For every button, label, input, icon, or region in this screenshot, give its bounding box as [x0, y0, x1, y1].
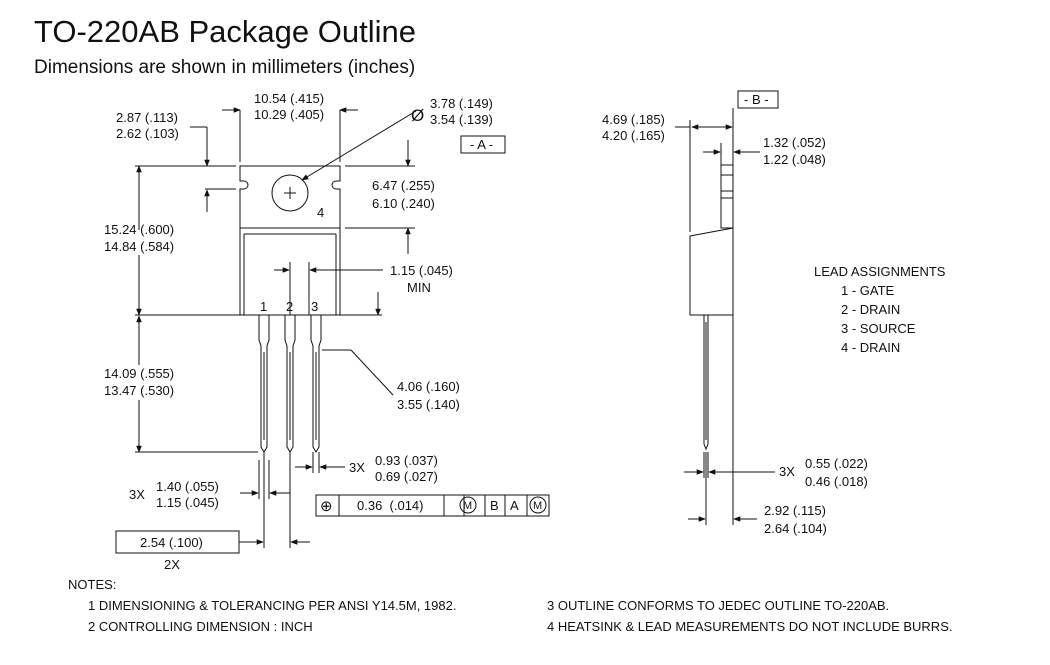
side-lead: [703, 315, 709, 451]
body-height-max: 15.24 (.600): [104, 222, 174, 237]
pitch-count: 2X: [164, 557, 180, 572]
lead-thickness-min: 0.69 (.027): [375, 469, 438, 484]
lead-assignment-item: 3 - SOURCE: [841, 321, 916, 336]
lead-width-prefix: 3X: [129, 487, 145, 502]
side-lead-thick-prefix: 3X: [779, 464, 795, 479]
note-item: 1 DIMENSIONING & TOLERANCING PER ANSI Y1…: [88, 598, 457, 613]
lead-3: [310, 315, 322, 453]
hole-to-body-max: 6.47 (.255): [372, 178, 435, 193]
lead-length-min: 13.47 (.530): [104, 383, 174, 398]
notes-heading: NOTES:: [68, 577, 117, 592]
top-width-min: 10.29 (.405): [254, 107, 324, 122]
side-tab: [720, 164, 734, 229]
diameter-symbol: Ø: [411, 106, 424, 125]
tab-edge-min: 2.62 (.103): [116, 126, 179, 141]
pin-3-label: 3: [311, 299, 318, 314]
modifier-1: M: [463, 500, 472, 512]
hole-to-body-min: 6.10 (.240): [372, 196, 435, 211]
datum-ref-b: B: [490, 498, 499, 513]
datum-ref-a: A: [510, 498, 519, 513]
side-lead-thick-min: 0.46 (.018): [805, 474, 868, 489]
tab-thickness-min: 1.22 (.048): [763, 152, 826, 167]
note-item: 2 CONTROLLING DIMENSION : INCH: [88, 619, 313, 634]
tab-thickness-max: 1.32 (.052): [763, 135, 826, 150]
note-item: 3 OUTLINE CONFORMS TO JEDEC OUTLINE TO-2…: [547, 598, 890, 613]
lead-thickness-max: 0.93 (.037): [375, 453, 438, 468]
page-subtitle: Dimensions are shown in millimeters (inc…: [34, 57, 416, 78]
feature-control-frame: [315, 494, 550, 517]
hole-diameter-min: 3.54 (.139): [430, 112, 493, 127]
note-item: 4 HEATSINK & LEAD MEASUREMENTS DO NOT IN…: [547, 619, 953, 634]
datum-a: - A -: [470, 137, 493, 152]
lead-offset-min: 2.64 (.104): [764, 521, 827, 536]
lead-thickness-prefix: 3X: [349, 460, 365, 475]
pin-4-label: 4: [317, 205, 324, 220]
side-lead-thick-max: 0.55 (.022): [805, 456, 868, 471]
shoulder-length-min: 3.55 (.140): [397, 397, 460, 412]
pin-1-label: 1: [260, 299, 267, 314]
lead-shoulder-min: MIN: [407, 280, 431, 295]
modifier-2: M: [533, 500, 542, 512]
datum-b: - B -: [744, 92, 769, 107]
lead-width-max: 1.40 (.055): [156, 479, 219, 494]
hole-diameter-max: 3.78 (.149): [430, 96, 493, 111]
overall-thickness-min: 4.20 (.165): [602, 128, 665, 143]
lead-assignments: LEAD ASSIGNMENTS 1 - GATE 2 - DRAIN 3 - …: [814, 264, 946, 355]
lead-width-min: 1.15 (.045): [156, 495, 219, 510]
side-view: [675, 90, 779, 525]
top-width-max: 10.54 (.415): [254, 91, 324, 106]
shoulder-length-max: 4.06 (.160): [397, 379, 460, 394]
lead-2: [284, 315, 296, 453]
page-title: TO-220AB Package Outline: [34, 14, 416, 49]
lead-1: [258, 315, 270, 453]
lead-length-max: 14.09 (.555): [104, 366, 174, 381]
lead-assignment-item: 1 - GATE: [841, 283, 895, 298]
position-symbol: ⊕: [320, 498, 333, 515]
lead-assignment-item: 4 - DRAIN: [841, 340, 900, 355]
pin-2-label: 2: [286, 299, 293, 314]
front-view: [115, 107, 550, 554]
pitch-value: 2.54 (.100): [140, 535, 203, 550]
side-body: [689, 227, 734, 316]
tab-edge-max: 2.87 (.113): [116, 110, 178, 125]
mounting-hole: [271, 174, 309, 212]
position-tolerance: 0.36 (.014): [357, 498, 424, 513]
body-height-min: 14.84 (.584): [104, 239, 174, 254]
overall-thickness-max: 4.69 (.185): [602, 112, 665, 127]
lead-assignment-item: 2 - DRAIN: [841, 302, 900, 317]
lead-shoulder-value: 1.15 (.045): [390, 263, 453, 278]
lead-offset-max: 2.92 (.115): [764, 503, 826, 518]
lead-assignments-heading: LEAD ASSIGNMENTS: [814, 264, 946, 279]
